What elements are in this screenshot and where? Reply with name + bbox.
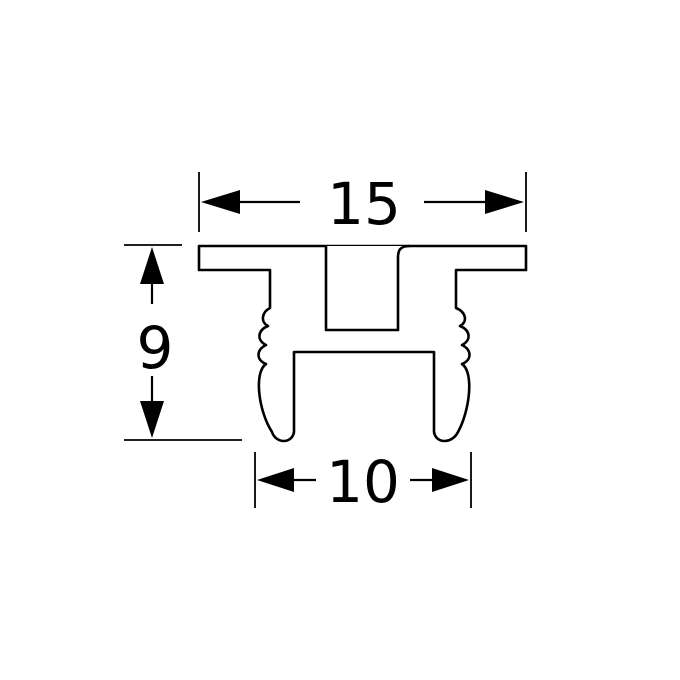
dimension-width-top: 15 <box>327 170 401 238</box>
arrow-down-icon <box>140 401 164 438</box>
arrow-left-icon <box>201 190 240 214</box>
arrow-left-bottom-icon <box>257 468 294 492</box>
profile-channel <box>324 244 411 332</box>
profile-outline <box>197 244 528 443</box>
arrow-up-icon <box>140 247 164 284</box>
arrow-right-icon <box>485 190 524 214</box>
dimension-width-bottom: 10 <box>326 448 400 516</box>
dimension-height: 9 <box>137 314 174 382</box>
arrow-right-bottom-icon <box>432 468 469 492</box>
